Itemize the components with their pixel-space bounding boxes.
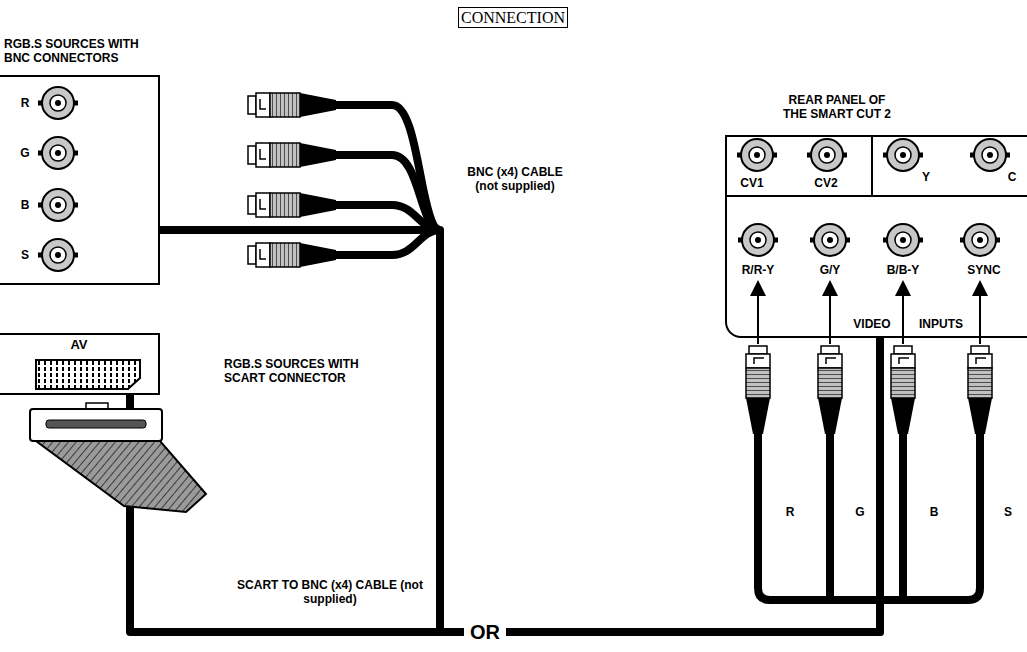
source-panel: AVRGB.S SOURCES WITH SCART CONNECTOR [0,333,160,395]
drawing-part [979,288,981,344]
drawing-part [38,87,78,119]
panel-heading: AV [0,337,158,353]
connector-label: R/R-Y [742,263,775,277]
connector-label: C [1008,170,1017,184]
drawing-part [248,93,336,117]
drawing-part [883,139,923,171]
drawing-part [738,224,778,256]
panel-heading: RGB.S SOURCES WITH BNC CONNECTORS [4,37,154,65]
cable-wire [334,105,440,255]
connector-label: G [20,146,29,160]
drawing-part [248,193,336,217]
cable-line [159,230,880,632]
drawing-part [30,409,162,441]
drawing-part [38,189,78,221]
scart-plug [30,403,206,512]
connector-label: CV1 [740,176,763,190]
drawing-part [899,432,907,600]
drawing-part [810,224,850,256]
drawing-part [818,346,842,434]
connector-label: R [786,505,795,519]
panel-heading: REAR PANEL OF THE SMART CUT 2 [775,93,899,121]
drawing-part [334,230,440,255]
connector-label: B [930,505,939,519]
cable-label: SCART TO BNC (x4) CABLE (not supplied) [235,578,425,606]
cable-wire [758,432,980,600]
connector-label: Y [922,170,930,184]
connector-label: G/Y [820,263,841,277]
drawing-part [758,432,980,600]
drawing-part [757,288,759,344]
connector-label: INPUTS [919,317,963,331]
drawing-part [248,143,336,167]
bnc-plug [248,93,336,267]
bnc-plug [746,346,992,434]
drawing-part [334,155,440,230]
scart-socket [36,360,140,389]
drawing-part [807,139,847,171]
drawing-part [829,288,831,344]
cable-line [130,337,880,632]
drawing-part [968,346,992,434]
panel-note: RGB.S SOURCES WITH SCART CONNECTOR [224,357,374,385]
drawing-part [737,139,777,171]
connector-label: B/B-Y [887,263,920,277]
drawing-part [248,243,336,267]
connector-label: VIDEO [853,317,890,331]
drawing-part [334,205,440,230]
drawing-part [46,420,146,428]
drawing-part [826,432,834,600]
connector-label: R [21,96,30,110]
drawing-part [891,346,915,434]
connector-label: CV2 [814,176,837,190]
drawing-part [38,137,78,169]
drawing-part [334,105,440,230]
insert-arrow [758,288,980,344]
cable [130,337,880,632]
drawing-part [883,224,923,256]
or-label: OR [464,620,506,644]
drawing-part [746,346,770,434]
connector-label: G [855,505,864,519]
connector-label: SYNC [967,263,1000,277]
drawing-part [871,136,873,196]
connector-label: S [21,248,29,262]
drawing-part [970,139,1010,171]
drawing-part [36,441,206,512]
drawing-part [960,224,1000,256]
drawing-part [726,195,1027,197]
cable [159,230,880,632]
rear-panel: REAR PANEL OF THE SMART CUT 2 [725,135,1027,338]
drawing-part [902,288,904,344]
connector-label: S [1004,505,1012,519]
bnc-socket [737,139,1010,256]
drawing-part [38,239,78,271]
cable-label: BNC (x4) CABLE (not supplied) [455,165,575,193]
diagram-title: CONNECTION [458,7,568,28]
bnc-socket [38,87,78,271]
panel-divider [726,136,1027,196]
connector-label: B [21,198,30,212]
